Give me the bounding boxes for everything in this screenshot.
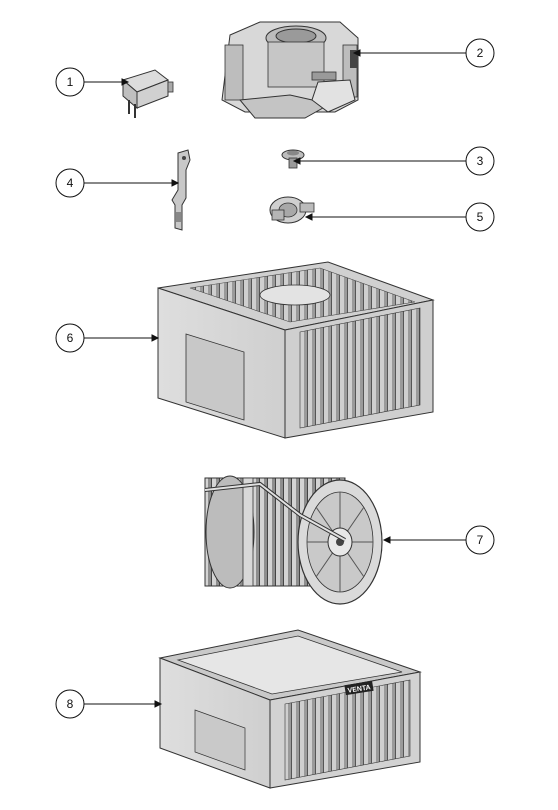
callout-3: 3: [465, 146, 495, 176]
disc-drum: [204, 475, 383, 605]
callout-7: 7: [465, 525, 495, 555]
callout-label: 1: [67, 75, 74, 89]
callout-5: 5: [465, 202, 495, 232]
bracket: [171, 149, 191, 231]
callout-1: 1: [55, 67, 85, 97]
callout-8: 8: [55, 689, 85, 719]
brand-logo: VENTA: [347, 684, 371, 695]
callout-label: 3: [477, 154, 484, 168]
callout-2: 2: [465, 38, 495, 68]
callout-label: 2: [477, 46, 484, 60]
water-tank: VENTA: [158, 629, 422, 789]
small-knob: [281, 149, 305, 169]
callout-label: 8: [67, 697, 74, 711]
power-adapter: [121, 69, 174, 118]
callout-label: 5: [477, 210, 484, 224]
callout-label: 6: [67, 331, 74, 345]
callout-label: 7: [477, 533, 484, 547]
callout-6: 6: [55, 323, 85, 353]
leader-lines: [84, 49, 466, 708]
callout-label: 4: [67, 176, 74, 190]
callout-4: 4: [55, 168, 85, 198]
gear-drive: [269, 196, 315, 224]
motor-unit: [221, 21, 359, 119]
top-cover: [157, 261, 435, 439]
